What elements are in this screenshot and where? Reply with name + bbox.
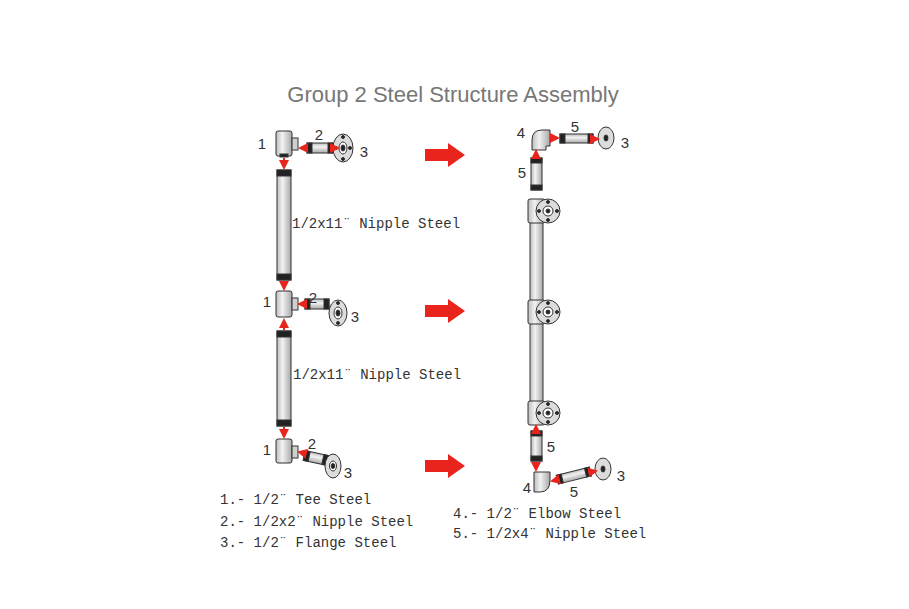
callout-number: 3	[351, 308, 359, 325]
callout-number: 4	[523, 479, 531, 496]
parts-list-item: 2.- 1/2x2¨ Nipple Steel	[220, 514, 413, 530]
callout-number: 4	[517, 124, 525, 141]
callout-number: 5	[518, 164, 526, 181]
part-label: 1/2x11¨ Nipple Steel	[292, 216, 460, 232]
callout-number: 2	[309, 289, 317, 306]
callout-number: 5	[570, 483, 578, 500]
callout-number: 1	[258, 135, 266, 152]
parts-list-item: 5.- 1/2x4¨ Nipple Steel	[453, 526, 646, 542]
callout-number: 5	[571, 118, 579, 135]
callout-number: 1	[263, 293, 271, 310]
diagram-title: Group 2 Steel Structure Assembly	[287, 82, 618, 108]
callout-number: 5	[547, 438, 555, 455]
callout-number: 2	[308, 435, 316, 452]
part-label: 1/2x11¨ Nipple Steel	[293, 367, 461, 383]
parts-list-item: 1.- 1/2¨ Tee Steel	[220, 492, 371, 508]
callout-number: 2	[315, 126, 323, 143]
callout-number: 1	[263, 441, 271, 458]
callout-number: 3	[344, 464, 352, 481]
parts-list-item: 3.- 1/2¨ Flange Steel	[220, 535, 396, 551]
parts-list-item: 4.- 1/2¨ Elbow Steel	[453, 506, 621, 522]
callout-number: 3	[617, 467, 625, 484]
callout-number: 3	[360, 143, 368, 160]
callout-number: 3	[621, 134, 629, 151]
